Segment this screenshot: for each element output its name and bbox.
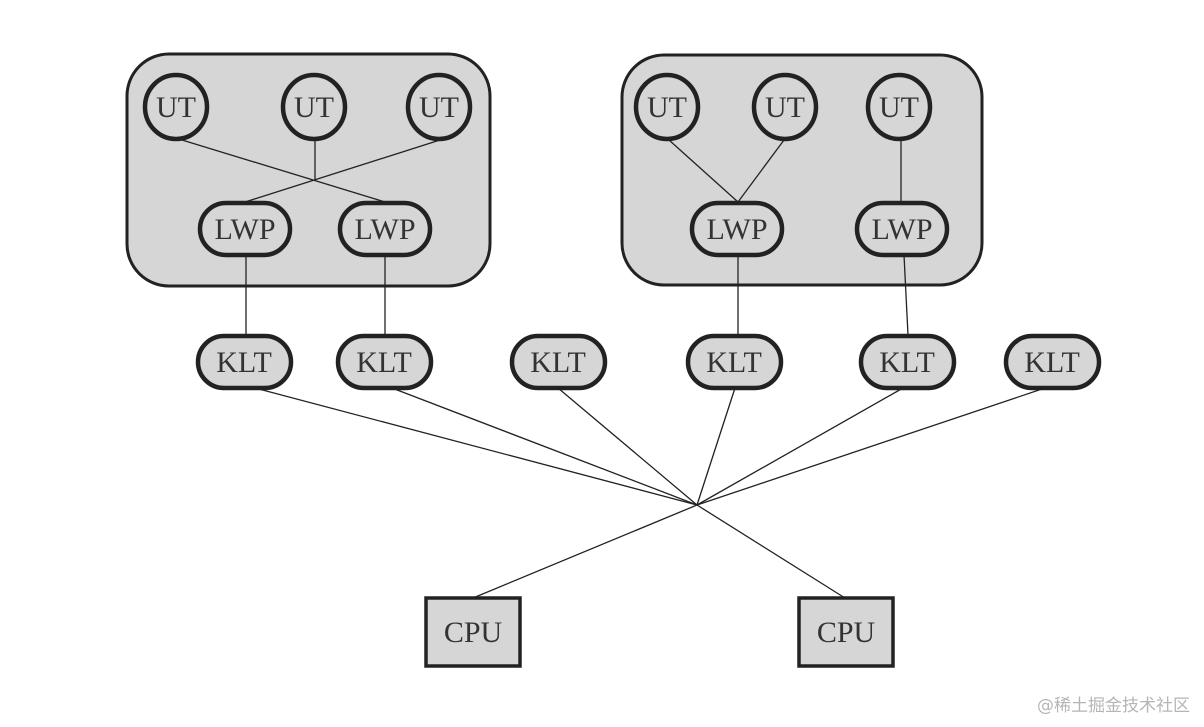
user-thread-node: UT (751, 72, 819, 142)
klt-node: KLT (1003, 333, 1102, 391)
klt-label: KLT (530, 346, 586, 379)
process-1-user-threads: UT UT UT (142, 72, 473, 142)
klt-node: KLT (509, 333, 608, 391)
klt-label: KLT (356, 346, 412, 379)
edge-klt6-sched (696, 387, 1046, 506)
connector-lines (181, 139, 1046, 599)
edge-klt5-sched (696, 387, 904, 506)
edge-klt4-sched (696, 387, 736, 506)
lwp-label: LWP (871, 213, 932, 246)
user-thread-node: UT (865, 72, 933, 142)
edge-sched-cpu2 (696, 504, 846, 599)
cpu-nodes: CPU CPU (424, 596, 895, 668)
cpu-label: CPU (817, 616, 876, 649)
edge-sched-cpu1 (472, 504, 698, 599)
klt-label: KLT (706, 346, 762, 379)
user-thread-label: UT (156, 91, 196, 124)
klt-node: KLT (858, 333, 957, 391)
lwp-label: LWP (214, 213, 275, 246)
edge-lwp4-klt5 (903, 254, 909, 336)
user-thread-node: UT (280, 72, 348, 142)
cpu-node: CPU (797, 596, 895, 668)
user-thread-label: UT (419, 91, 459, 124)
lwp-node: LWP (689, 200, 785, 258)
watermark-text: @稀土掘金技术社区 (1037, 696, 1190, 716)
klt-label: KLT (216, 346, 272, 379)
klt-label: KLT (1024, 346, 1080, 379)
klt-node: KLT (195, 333, 294, 391)
edge-klt1-sched (254, 387, 698, 506)
user-thread-label: UT (879, 91, 919, 124)
klt-nodes: KLT KLT KLT KLT KLT KLT (195, 333, 1102, 391)
lwp-node: LWP (197, 200, 293, 258)
edge-p2-ut2-lwp1 (737, 139, 785, 203)
klt-node: KLT (335, 333, 434, 391)
edge-p2-ut1-lwp1 (668, 139, 739, 203)
edge-p1-ut3-lwp1 (244, 139, 441, 203)
user-thread-node: UT (405, 72, 473, 142)
klt-node: KLT (685, 333, 784, 391)
process-2-user-threads: UT UT UT (633, 72, 933, 142)
user-thread-node: UT (633, 72, 701, 142)
edge-klt2-sched (391, 387, 698, 506)
user-thread-node: UT (142, 72, 210, 142)
klt-label: KLT (879, 346, 935, 379)
lwp-node: LWP (337, 200, 433, 258)
edge-p1-ut1-lwp2 (181, 139, 386, 203)
lwp-label: LWP (706, 213, 767, 246)
lwp-node: LWP (854, 200, 950, 258)
edge-klt3-sched (557, 387, 698, 506)
lwp-nodes: LWP LWP LWP LWP (197, 200, 950, 258)
lwp-label: LWP (354, 213, 415, 246)
user-thread-label: UT (647, 91, 687, 124)
cpu-node: CPU (424, 596, 522, 668)
user-thread-label: UT (765, 91, 805, 124)
user-thread-label: UT (294, 91, 334, 124)
cpu-label: CPU (444, 616, 503, 649)
